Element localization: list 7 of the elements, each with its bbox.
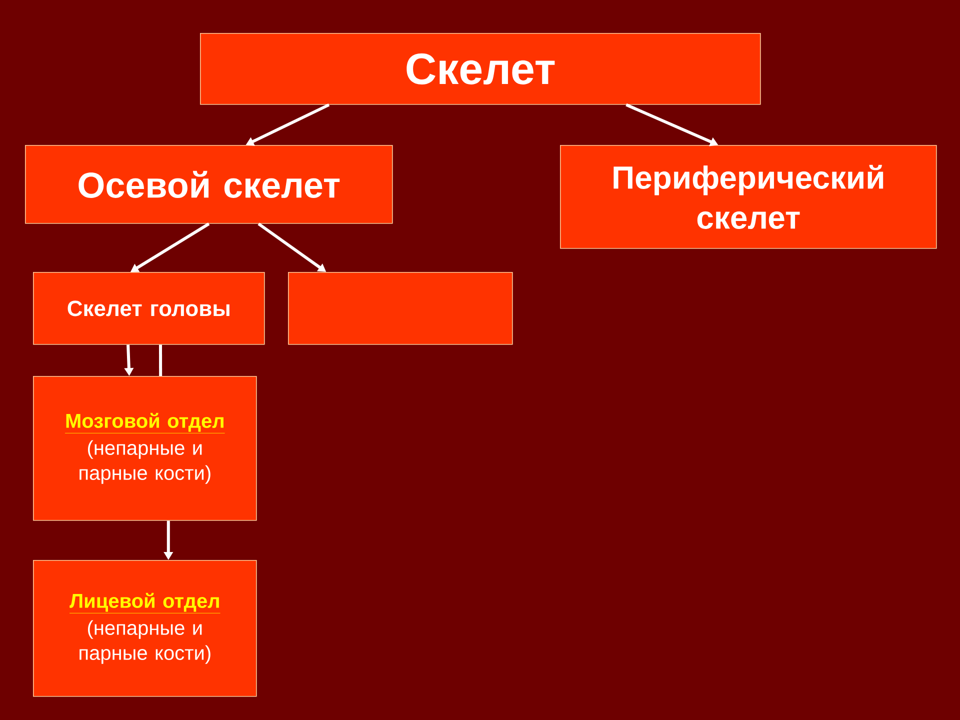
box-node: Мозговой отдел (непарные и парные кости) bbox=[33, 376, 257, 521]
empty-box bbox=[288, 272, 513, 345]
box-node: Периферический скелет bbox=[560, 145, 937, 249]
box-node: Скелет головы bbox=[33, 272, 265, 345]
box-node: Лицевой отдел (непарные и парные кости) bbox=[33, 560, 257, 697]
box-node: Осевой скелет bbox=[25, 145, 393, 224]
box-node: Скелет bbox=[200, 33, 761, 105]
